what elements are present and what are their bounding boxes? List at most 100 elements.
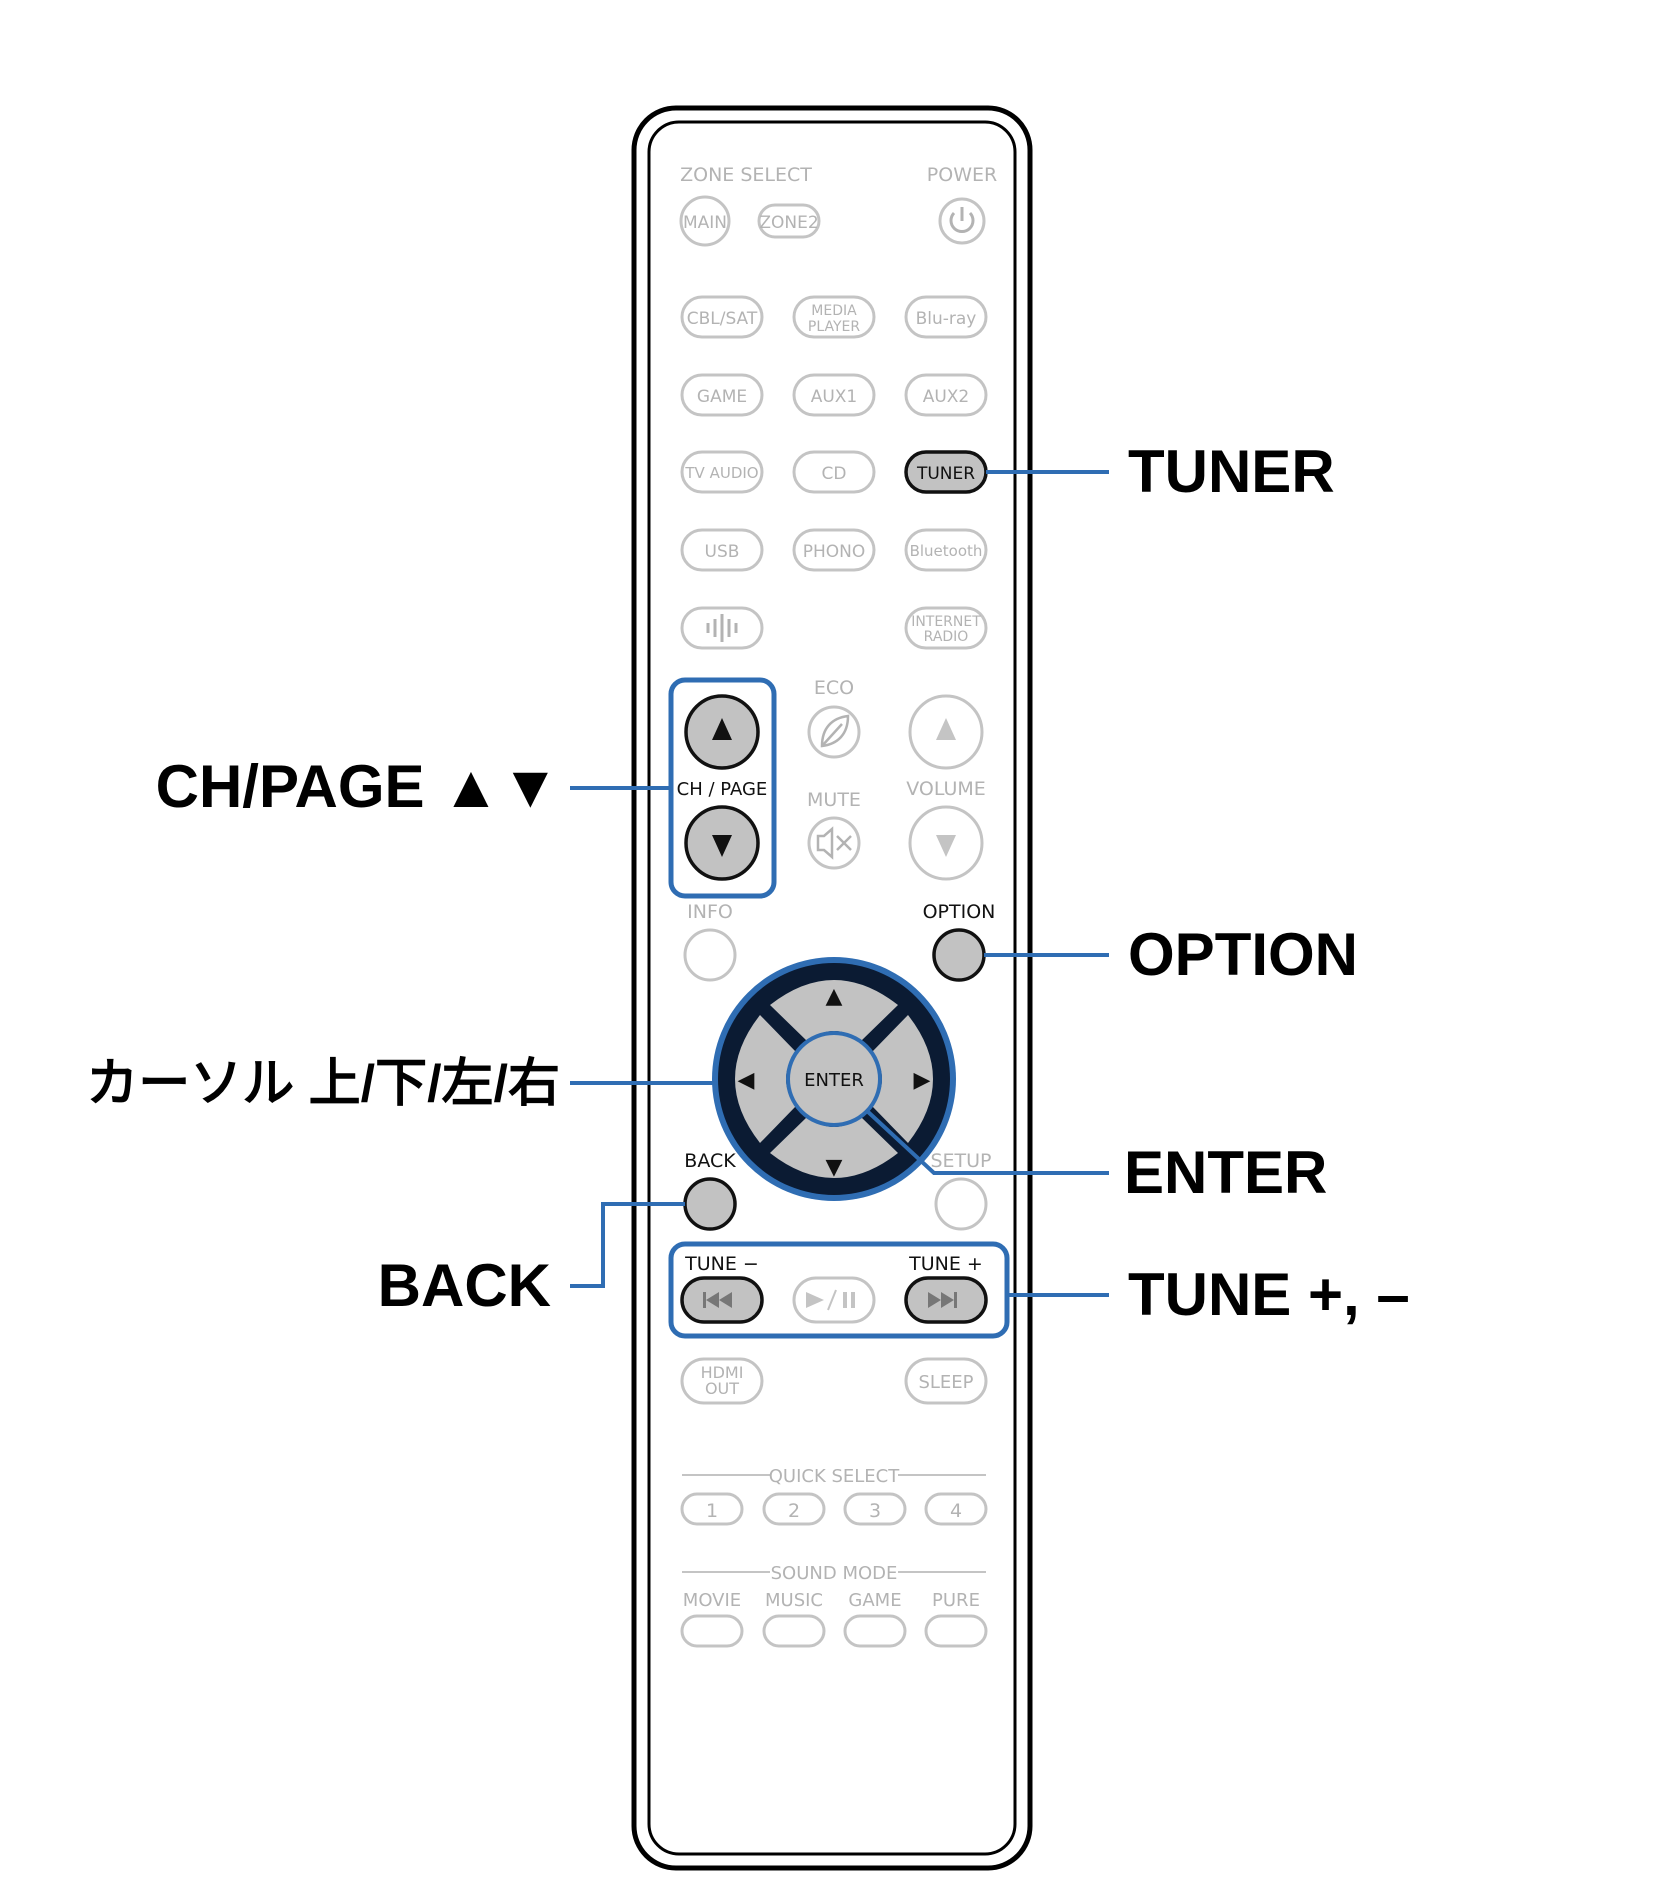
volume-up-button[interactable] [908, 694, 984, 770]
cursor-right-button[interactable] [872, 1015, 933, 1143]
info-button[interactable] [683, 928, 737, 982]
media-player-button[interactable]: MEDIA PLAYER [792, 295, 876, 339]
tune-plus-button[interactable] [904, 1276, 988, 1324]
tune-minus-label: TUNE − [684, 1253, 759, 1275]
quick-select-3-button[interactable]: 3 [843, 1492, 907, 1526]
cursor-right-icon: ▶ [914, 1068, 931, 1093]
usb-label: USB [705, 542, 740, 562]
option-button[interactable] [932, 928, 986, 982]
leaf-icon [820, 714, 850, 748]
main-button-label: MAIN [683, 213, 727, 233]
mute-icon [816, 826, 852, 860]
internet-radio-button[interactable]: INTERNET RADIO [904, 606, 988, 650]
sound-mode-label: SOUND MODE [771, 1563, 898, 1584]
hdmi-out-button[interactable]: HDMI OUT [680, 1357, 764, 1405]
cursor-left-icon: ◀ [738, 1068, 755, 1093]
aux2-button[interactable]: AUX2 [904, 373, 988, 417]
phono-button[interactable]: PHONO [792, 528, 876, 572]
tv-audio-button[interactable]: TV AUDIO [680, 450, 764, 494]
quick-select-4-button[interactable]: 4 [924, 1492, 988, 1526]
mute-button[interactable] [807, 816, 861, 870]
quick-select-1-label: 1 [706, 1500, 718, 1522]
quick-select-3-label: 3 [869, 1500, 881, 1522]
quick-select-4-label: 4 [950, 1500, 962, 1522]
ch-page-callout: CH/PAGE ▲▼ [156, 753, 560, 820]
enter-label: ENTER [804, 1070, 864, 1091]
sound-game-label: GAME [848, 1590, 901, 1611]
music-label: MUSIC [765, 1590, 823, 1611]
skip-forward-icon [928, 1292, 957, 1308]
cbl-sat-button[interactable]: CBL/SAT [680, 295, 764, 339]
quick-select-1-button[interactable]: 1 [680, 1492, 744, 1526]
sleep-button[interactable]: SLEEP [904, 1357, 988, 1405]
volume-down-button[interactable] [908, 805, 984, 881]
sound-game-button[interactable] [843, 1614, 907, 1648]
ch-up-arrow-icon [712, 718, 732, 740]
usb-button[interactable]: USB [680, 528, 764, 572]
ch-page-label: CH / PAGE [677, 779, 768, 800]
power-label: POWER [927, 164, 997, 186]
aux1-button[interactable]: AUX1 [792, 373, 876, 417]
zone-select-label: ZONE SELECT [680, 164, 812, 186]
tune-minus-button[interactable] [680, 1276, 764, 1324]
back-callout: BACK [378, 1252, 551, 1319]
zone2-button-label: ZONE2 [759, 213, 818, 233]
heos-button[interactable] [680, 606, 764, 650]
tv-audio-label: TV AUDIO [684, 464, 758, 482]
quick-select-2-button[interactable]: 2 [762, 1492, 826, 1526]
tune-plus-label: TUNE + [908, 1253, 983, 1275]
movie-label: MOVIE [683, 1590, 741, 1611]
game-button[interactable]: GAME [680, 373, 764, 417]
media-label-1: MEDIA [811, 303, 857, 319]
tune-highlight-box [668, 1241, 1010, 1339]
volume-up-arrow-icon [936, 718, 956, 740]
mute-label: MUTE [807, 789, 861, 811]
music-button[interactable] [762, 1614, 826, 1648]
cursor-callout: カーソル 上/下/左/右 [86, 1055, 560, 1113]
media-label-2: PLAYER [808, 319, 860, 335]
enter-button[interactable]: ENTER [786, 1031, 882, 1127]
heos-icon [706, 614, 738, 642]
main-button[interactable]: MAIN [679, 195, 731, 247]
cursor-pad: ▲ ▼ ◀ ▶ ENTER [712, 957, 956, 1201]
cd-button[interactable]: CD [792, 450, 876, 494]
skip-back-icon [703, 1292, 732, 1308]
bluray-button[interactable]: Blu-ray [904, 295, 988, 339]
cursor-up-button[interactable] [770, 980, 898, 1041]
cursor-left-button[interactable] [735, 1015, 796, 1143]
power-button[interactable] [938, 197, 986, 245]
pure-label: PURE [932, 1590, 980, 1611]
tuner-button[interactable]: TUNER [904, 450, 988, 494]
back-label: BACK [684, 1150, 736, 1172]
bluray-label: Blu-ray [916, 309, 977, 329]
power-icon [949, 207, 975, 233]
cbl-sat-label: CBL/SAT [687, 309, 758, 329]
eco-label: ECO [814, 677, 854, 699]
tune-callout: TUNE +, – [1128, 1261, 1410, 1328]
cursor-down-icon: ▼ [826, 1155, 843, 1180]
bluetooth-button[interactable]: Bluetooth [904, 528, 988, 572]
tuner-callout: TUNER [1128, 438, 1335, 505]
option-callout: OPTION [1128, 921, 1358, 988]
play-pause-button[interactable] [792, 1276, 876, 1324]
cursor-down-button[interactable] [770, 1117, 898, 1178]
pure-button[interactable] [924, 1614, 988, 1648]
setup-button[interactable] [934, 1177, 988, 1231]
back-button[interactable] [683, 1177, 737, 1231]
aux2-label: AUX2 [923, 387, 970, 407]
volume-label: VOLUME [906, 778, 986, 800]
internet-label-1: INTERNET [911, 614, 981, 630]
setup-label: SETUP [930, 1150, 991, 1172]
zone2-button[interactable]: ZONE2 [757, 203, 821, 239]
enter-callout: ENTER [1124, 1139, 1327, 1206]
volume-down-arrow-icon [936, 835, 956, 857]
eco-button[interactable] [807, 705, 861, 759]
cd-label: CD [822, 464, 847, 484]
tuner-label: TUNER [916, 464, 975, 484]
hdmi-label-1: HDMI [701, 1363, 744, 1382]
phono-label: PHONO [803, 542, 866, 562]
ch-page-up-button[interactable] [684, 694, 760, 770]
movie-button[interactable] [680, 1614, 744, 1648]
ch-page-down-button[interactable] [684, 805, 760, 881]
